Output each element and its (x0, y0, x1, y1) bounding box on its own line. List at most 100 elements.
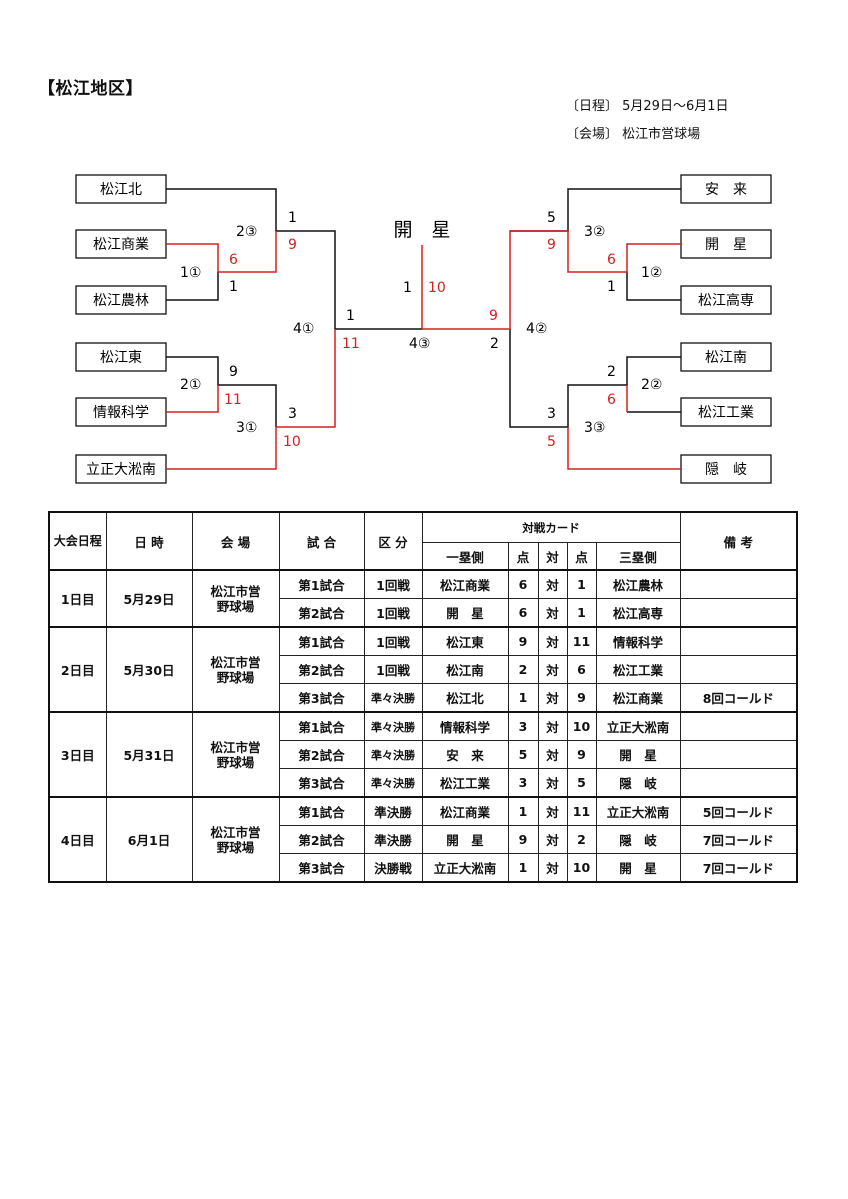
score-cell: 11 (566, 626, 597, 656)
header-day: 大会日程 (48, 511, 107, 571)
game-cell: 第3試合 (278, 683, 365, 713)
left-team-4: 松江東 (100, 350, 142, 366)
note-cell (679, 655, 798, 684)
header-round: 区 分 (363, 511, 423, 571)
vs-cell: 対 (537, 598, 568, 628)
header-venue: 会 場 (191, 511, 280, 571)
score-cell: 2 (566, 825, 597, 854)
third-team-cell: 隠 岐 (595, 768, 681, 798)
left-team-boxes (75, 174, 167, 484)
first-team-cell: 松江東 (421, 626, 509, 656)
third-team-cell: 開 星 (595, 740, 681, 769)
match-label: 4③ (409, 336, 430, 352)
score: 3 (547, 406, 556, 422)
score: 2 (490, 336, 499, 352)
vs-cell: 対 (537, 768, 568, 798)
note-cell (679, 711, 798, 741)
score: 3 (288, 406, 297, 422)
header-card: 対戦カード (421, 511, 681, 543)
venue-cell: 松江市営野球場 (191, 569, 280, 628)
date-cell: 5月29日 (105, 569, 193, 628)
score: 9 (288, 237, 297, 253)
game-cell: 第2試合 (278, 598, 365, 628)
date-cell: 5月31日 (105, 711, 193, 798)
third-team-cell: 立正大淞南 (595, 796, 681, 826)
vs-cell: 対 (537, 711, 568, 741)
right-team-3: 松江高専 (698, 292, 754, 309)
score: 9 (547, 237, 556, 253)
score: 6 (607, 252, 616, 268)
vs-cell: 対 (537, 796, 568, 826)
match-label: 4① (293, 321, 314, 337)
note-cell: 8回コールド (679, 683, 798, 713)
score-cell: 6 (507, 598, 539, 628)
round-cell: 準々決勝 (363, 683, 423, 713)
table-row: 第2試合 準決勝 開 星 9 対 2 隠 岐 7回コールド (49, 825, 798, 854)
champion-name: 開 星 (393, 219, 450, 241)
note-cell (679, 740, 798, 769)
header-pt: 点 (566, 542, 597, 571)
score: 11 (224, 392, 242, 408)
venue-cell: 松江市営野球場 (191, 626, 280, 713)
header-third: 三塁側 (595, 542, 681, 571)
match-label: 3① (236, 420, 257, 436)
venue-cell: 松江市営野球場 (191, 796, 280, 883)
score: 1 (607, 279, 616, 295)
first-team-cell: 松江商業 (421, 569, 509, 599)
score-cell: 10 (566, 711, 597, 741)
round-cell: 準々決勝 (363, 740, 423, 769)
score-cell: 9 (566, 683, 597, 713)
third-team-cell: 隠 岐 (595, 825, 681, 854)
note-cell (679, 569, 798, 599)
third-team-cell: 開 星 (595, 853, 681, 883)
first-team-cell: 松江商業 (421, 796, 509, 826)
score: 1 (346, 308, 355, 324)
score-cell: 3 (507, 768, 539, 798)
vs-cell: 対 (537, 853, 568, 883)
score-cell: 1 (507, 853, 539, 883)
header-first: 一塁側 (421, 542, 509, 571)
game-cell: 第1試合 (278, 569, 365, 599)
game-cell: 第1試合 (278, 796, 365, 826)
game-cell: 第3試合 (278, 768, 365, 798)
score-cell: 10 (566, 853, 597, 883)
score: 6 (229, 252, 238, 268)
game-cell: 第1試合 (278, 626, 365, 656)
first-team-cell: 松江北 (421, 683, 509, 713)
table-row: 第2試合 準々決勝 安 来 5 対 9 開 星 (49, 740, 798, 769)
schedule-table: 大会日程 日 時 会 場 試 合 区 分 対戦カード 備 考 一塁側 点 対 点… (48, 511, 799, 883)
third-team-cell: 松江農林 (595, 569, 681, 599)
date-cell: 5月30日 (105, 626, 193, 713)
match-label: 2① (180, 377, 201, 393)
match-label: 2② (641, 377, 662, 393)
header-game: 試 合 (278, 511, 365, 571)
third-team-cell: 立正大淞南 (595, 711, 681, 741)
header-pt: 点 (507, 542, 539, 571)
score: 2 (607, 364, 616, 380)
match-label: 3③ (584, 420, 605, 436)
third-team-cell: 松江商業 (595, 683, 681, 713)
date-cell: 6月1日 (105, 796, 193, 883)
vs-cell: 対 (537, 569, 568, 599)
day-cell: 3日目 (48, 711, 107, 798)
round-cell: 準決勝 (363, 825, 423, 854)
game-cell: 第2試合 (278, 655, 365, 684)
left-team-5: 情報科学 (93, 405, 149, 421)
first-team-cell: 開 星 (421, 825, 509, 854)
left-team-6: 立正大淞南 (86, 462, 156, 478)
right-team-5: 松江工業 (698, 405, 754, 421)
first-team-cell: 立正大淞南 (421, 853, 509, 883)
schedule-info: 〔日程〕 5月29日～6月1日 (566, 99, 729, 114)
score: 5 (547, 434, 556, 450)
match-label: 2③ (236, 224, 257, 240)
score-cell: 5 (507, 740, 539, 769)
round-cell: 1回戦 (363, 655, 423, 684)
score: 6 (607, 392, 616, 408)
table-row: 3日目 5月31日 松江市営野球場 第1試合 準々決勝 情報科学 3 対 10 … (48, 711, 798, 798)
right-team-4: 松江南 (705, 350, 747, 366)
score-cell: 6 (566, 655, 597, 684)
note-cell (679, 768, 798, 798)
right-team-1: 安 来 (705, 182, 747, 198)
table-row: 2日目 5月30日 松江市営野球場 第1試合 1回戦 松江東 9 対 11 情報… (48, 626, 798, 713)
vs-cell: 対 (537, 626, 568, 656)
